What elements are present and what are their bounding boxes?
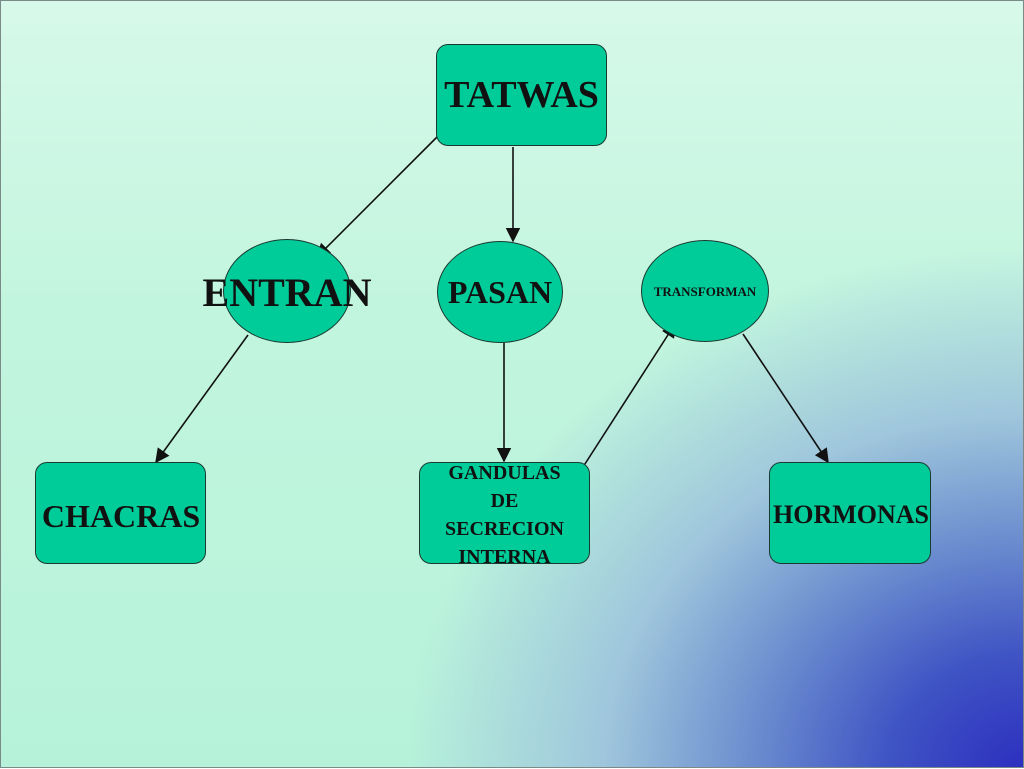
node-hormonas [769,462,931,564]
glandulas-line-1: GANDULAS [448,462,561,484]
glandulas-line-2: DE [490,490,519,512]
node-entran [223,239,351,343]
node-hormonas-label: HORMONAS [773,500,929,529]
node-chacras-label: CHACRAS [41,498,201,534]
arrow-tatwas-entran [315,136,438,259]
node-transforman-label: TRANSFORMAN [653,284,757,299]
arrow-glandulas-transforman [582,322,676,468]
node-tatwas-label: TATWAS [444,74,599,116]
arrow-entran-chacras [155,334,249,464]
node-transforman [641,240,769,342]
node-chacras [35,462,206,564]
node-pasan-label: PASAN [447,273,553,310]
arrow-transforman-hormonas [742,333,829,464]
node-glandulas [419,462,590,564]
glandulas-line-4: INTERNA [458,546,551,568]
node-tatwas: TATWAS [436,44,607,146]
node-pasan: PASAN [437,241,563,343]
node-entran-label: ENTRAN [202,270,372,315]
node-glandulas-label: GANDULAS DE SECRECION INTERNA [419,459,590,571]
glandulas-line-3: SECRECION [445,518,564,540]
